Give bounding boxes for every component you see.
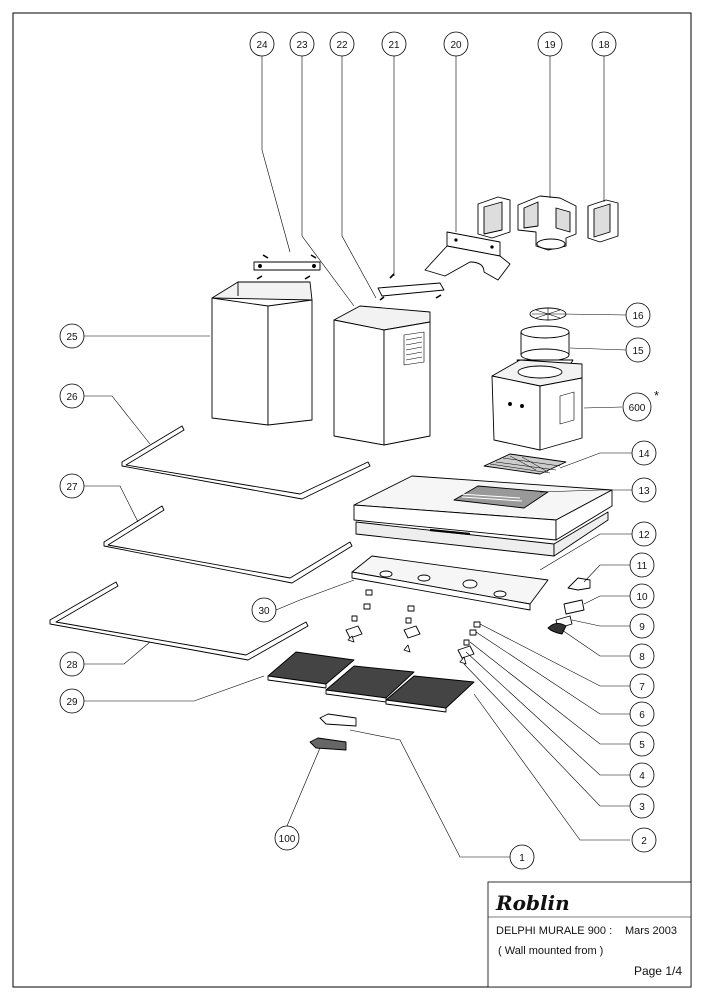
title-block-frame — [487, 881, 692, 988]
chimney-lower-23 — [333, 305, 431, 446]
motor-housing-600 — [491, 359, 583, 451]
trim-28 — [49, 581, 309, 661]
callout-9: 9 — [629, 613, 655, 639]
model-subtitle: ( Wall mounted from ) — [498, 945, 603, 957]
brand-logo: Roblin — [495, 891, 570, 915]
carbon-filter-14 — [483, 453, 567, 475]
duct-connector-18b — [477, 196, 511, 239]
svg-text:26: 26 — [66, 392, 78, 403]
svg-text:19: 19 — [544, 40, 556, 51]
svg-text:25: 25 — [66, 332, 78, 343]
callout-30: 30 — [251, 597, 277, 623]
svg-text:24: 24 — [256, 40, 268, 51]
svg-text:15: 15 — [632, 346, 644, 357]
callout-4: 4 — [629, 762, 655, 788]
trim-26 — [121, 425, 371, 500]
svg-text:13: 13 — [638, 486, 650, 497]
duct-connector-18 — [587, 199, 619, 243]
callout-5: 5 — [629, 731, 655, 757]
callouts: 24 23 22 21 20 19 18 16 15 600 * 14 13 1… — [59, 31, 659, 870]
parts-artwork — [49, 195, 619, 751]
svg-text:8: 8 — [639, 652, 645, 663]
page-border — [12, 12, 692, 988]
callout-13: 13 — [631, 477, 657, 503]
bracket-21 — [377, 273, 445, 301]
svg-text:100: 100 — [279, 834, 296, 845]
chimney-upper-25 — [211, 281, 313, 426]
light-fittings-100 — [309, 713, 357, 751]
issue-date: Mars 2003 — [625, 925, 677, 937]
grease-filter-16 — [529, 307, 567, 321]
control-plate-30 — [351, 555, 549, 611]
svg-text:27: 27 — [66, 482, 78, 493]
svg-text:2: 2 — [641, 836, 647, 847]
svg-text:22: 22 — [336, 40, 348, 51]
callout-15: 15 — [625, 337, 651, 363]
callout-29: 29 — [59, 688, 85, 714]
callout-19: 19 — [537, 31, 563, 57]
model-name: DELPHI MURALE 900 : — [496, 925, 612, 937]
asterisk-note: * — [654, 388, 659, 403]
duct-elbow-19 — [517, 195, 577, 251]
callout-14: 14 — [631, 440, 657, 466]
svg-text:1: 1 — [519, 853, 525, 864]
svg-text:23: 23 — [296, 40, 308, 51]
trim-27 — [103, 505, 353, 584]
callout-28: 28 — [59, 651, 85, 677]
svg-text:12: 12 — [638, 530, 650, 541]
svg-text:29: 29 — [66, 697, 78, 708]
callout-27: 27 — [59, 473, 85, 499]
callout-3: 3 — [629, 793, 655, 819]
callout-23: 23 — [289, 31, 315, 57]
callout-25: 25 — [59, 323, 85, 349]
svg-text:20: 20 — [450, 40, 462, 51]
title-block: Roblin DELPHI MURALE 900 : Mars 2003 ( W… — [487, 881, 692, 988]
svg-text:4: 4 — [639, 771, 645, 782]
callout-20: 20 — [443, 31, 469, 57]
page-number: Page 1/4 — [634, 964, 682, 978]
callout-12: 12 — [631, 521, 657, 547]
callout-7: 7 — [629, 673, 655, 699]
small-controls — [345, 577, 591, 665]
grease-filters-29 — [267, 651, 475, 713]
svg-text:3: 3 — [639, 802, 645, 813]
svg-text:16: 16 — [632, 311, 644, 322]
svg-text:21: 21 — [388, 40, 400, 51]
callout-26: 26 — [59, 383, 85, 409]
svg-text:9: 9 — [639, 622, 645, 633]
svg-text:18: 18 — [598, 40, 610, 51]
callout-10: 10 — [629, 583, 655, 609]
callout-6: 6 — [629, 701, 655, 727]
svg-text:600: 600 — [629, 403, 646, 414]
bracket-24 — [253, 254, 321, 280]
svg-text:14: 14 — [638, 449, 650, 460]
bracket-20 — [424, 231, 511, 281]
callout-8: 8 — [629, 643, 655, 669]
callout-2: 2 — [631, 827, 657, 853]
svg-text:6: 6 — [639, 710, 645, 721]
svg-text:28: 28 — [66, 660, 78, 671]
callout-100: 100 — [274, 825, 300, 851]
callout-18: 18 — [591, 31, 617, 57]
callout-16: 16 — [625, 302, 651, 328]
canopy-12 — [353, 475, 613, 557]
svg-text:30: 30 — [258, 606, 270, 617]
leader-lines — [84, 56, 632, 858]
svg-text:11: 11 — [637, 561, 648, 572]
callout-22: 22 — [329, 31, 355, 57]
callout-21: 21 — [381, 31, 407, 57]
callout-600: 600 — [622, 392, 652, 422]
svg-text:5: 5 — [639, 740, 645, 751]
svg-text:7: 7 — [639, 682, 645, 693]
callout-24: 24 — [249, 31, 275, 57]
svg-text:10: 10 — [636, 592, 648, 603]
callout-1: 1 — [509, 844, 535, 870]
callout-11: 11 — [629, 552, 655, 578]
